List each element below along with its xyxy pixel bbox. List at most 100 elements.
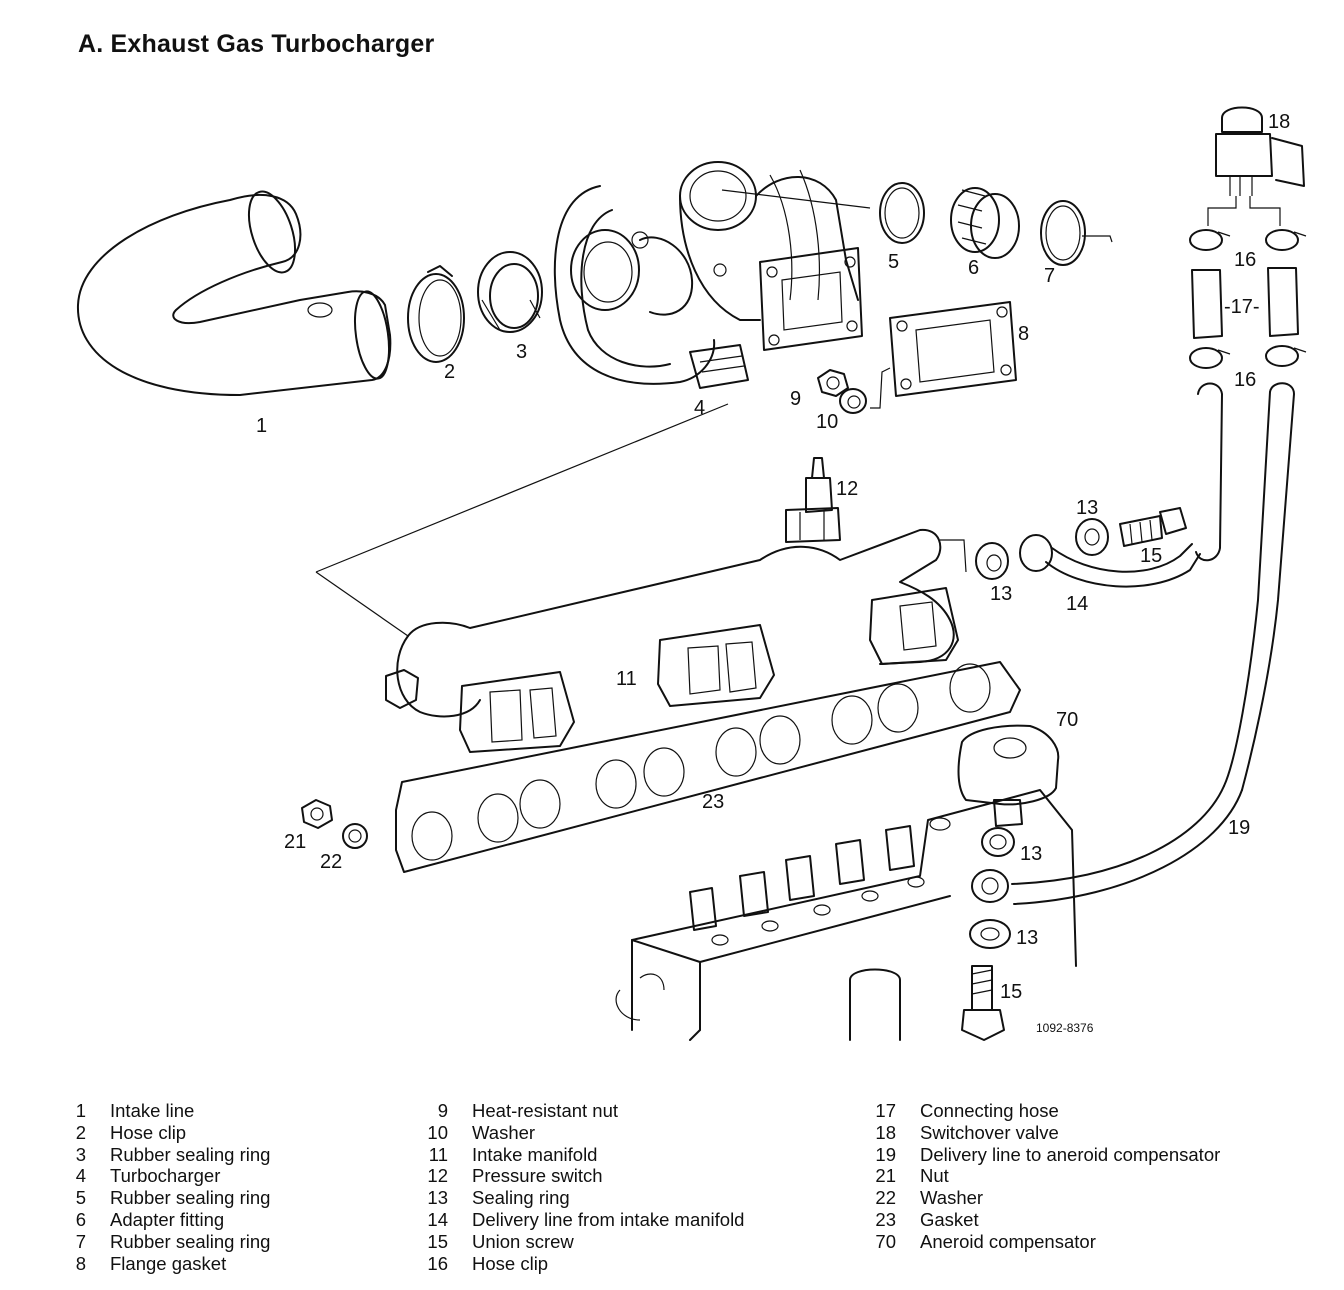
delivery-line-from-manifold (1019, 534, 1201, 588)
pressure-switch (785, 457, 841, 543)
legend-number: 8 (75, 1252, 86, 1274)
legend-item: 16 Hose clip (418, 1253, 744, 1275)
legend-label: Rubber sealing ring (110, 1187, 271, 1209)
legend-label: Union screw (472, 1230, 574, 1252)
legend-label: Hose clip (110, 1121, 187, 1143)
callout-19: 19 (1228, 817, 1250, 839)
legend-item: 13 Sealing ring (418, 1187, 744, 1209)
sealing-ring-13d (969, 919, 1011, 949)
legend-number: 21 (875, 1165, 896, 1187)
legend-number: 19 (875, 1143, 896, 1165)
callout-70: 70 (1056, 709, 1078, 731)
flange-gasket (889, 301, 1017, 397)
rubber-sealing-ring-7 (1040, 200, 1086, 266)
legend-label: Intake manifold (472, 1143, 598, 1165)
legend-label: Aneroid compensator (920, 1230, 1096, 1252)
legend-label: Switchover valve (920, 1121, 1059, 1143)
legend-label: Sealing ring (472, 1187, 570, 1209)
callout-17: -17- (1224, 296, 1260, 318)
callout-22: 22 (320, 851, 342, 873)
legend-number: 10 (427, 1121, 448, 1143)
hose-clip-16a (1189, 229, 1307, 251)
sealing-ring-13a (975, 542, 1009, 580)
legend-item: 4 Turbocharger (56, 1165, 270, 1187)
legend-number: 14 (427, 1208, 448, 1230)
legend-label: Delivery line to aneroid compensator (920, 1143, 1221, 1165)
rubber-sealing-ring-5 (879, 182, 925, 244)
legend-number: 11 (428, 1143, 448, 1165)
legend-label: Connecting hose (920, 1100, 1059, 1121)
legend-number: 1 (75, 1100, 86, 1121)
callout-13a: 13 (990, 583, 1012, 605)
hose-clip-2 (407, 265, 465, 363)
callout-7: 7 (1044, 265, 1055, 287)
legend-item: 15 Union screw (418, 1231, 744, 1253)
callout-10: 10 (816, 411, 838, 433)
callout-13d: 13 (1016, 927, 1038, 949)
legend-number: 9 (437, 1100, 448, 1121)
intake-line (76, 190, 392, 396)
callout-16b: 16 (1234, 369, 1256, 391)
legend-number: 16 (427, 1252, 448, 1274)
legend-label: Flange gasket (110, 1252, 227, 1274)
legend-number: 4 (75, 1165, 86, 1187)
figure-reference: 1092-8376 (1036, 1021, 1094, 1035)
rubber-sealing-ring-3 (477, 251, 543, 333)
legend-number: 15 (427, 1230, 448, 1252)
adapter-fitting (950, 187, 1020, 259)
callout-6: 6 (968, 257, 979, 279)
legend-number: 70 (875, 1230, 896, 1252)
legend-number: 3 (75, 1143, 86, 1165)
callout-12: 12 (836, 478, 858, 500)
legend-label: Nut (920, 1165, 949, 1187)
callout-labels: 1 2 3 4 5 6 7 8 9 10 11 12 13 13 13 13 1… (256, 111, 1290, 1003)
callout-16a: 16 (1234, 249, 1256, 271)
washer-10 (839, 388, 867, 414)
connecting-hose (1191, 267, 1299, 339)
legend-item: 21 Nut (866, 1165, 1220, 1187)
legend-item: 17 Connecting hose (866, 1100, 1220, 1122)
aneroid-compensator (957, 724, 1060, 827)
legend-label: Washer (472, 1121, 536, 1143)
legend-number: 6 (75, 1208, 86, 1230)
intake-manifold (385, 528, 959, 753)
legend-label: Turbocharger (110, 1165, 221, 1187)
legend-number: 5 (75, 1187, 86, 1209)
union-screw-15b (961, 965, 1005, 1041)
callout-15a: 15 (1140, 545, 1162, 567)
union-screw-15a (1119, 507, 1187, 547)
legend-number: 2 (75, 1121, 86, 1143)
hose-clip-16b (1189, 345, 1307, 369)
washer-22 (342, 823, 368, 849)
callout-8: 8 (1018, 323, 1029, 345)
injection-pump (615, 789, 1077, 1041)
gasket-23 (395, 661, 1021, 873)
legend-number: 13 (427, 1187, 448, 1209)
legend-number: 17 (875, 1100, 896, 1121)
callout-13b: 13 (1076, 497, 1098, 519)
legend-item: 23 Gasket (866, 1209, 1220, 1231)
legend-number: 7 (75, 1230, 86, 1252)
callout-23: 23 (702, 791, 724, 813)
exploded-view-diagram: 1 2 3 4 5 6 7 8 9 10 11 12 13 13 13 13 1… (76, 106, 1307, 1041)
legend-item: 19 Delivery line to aneroid compensator (866, 1144, 1220, 1166)
callout-5: 5 (888, 251, 899, 273)
legend-label: Heat-resistant nut (472, 1100, 619, 1121)
legend-number: 12 (427, 1165, 448, 1187)
callout-11: 11 (616, 668, 637, 690)
legend-label: Hose clip (472, 1252, 549, 1274)
turbocharger (553, 161, 863, 389)
legend-number: 23 (875, 1208, 896, 1230)
page-title: A. Exhaust Gas Turbocharger (78, 30, 435, 58)
legend-item: 70 Aneroid compensator (866, 1231, 1220, 1253)
sealing-ring-13b (1075, 518, 1109, 556)
legend-label: Gasket (920, 1208, 979, 1230)
